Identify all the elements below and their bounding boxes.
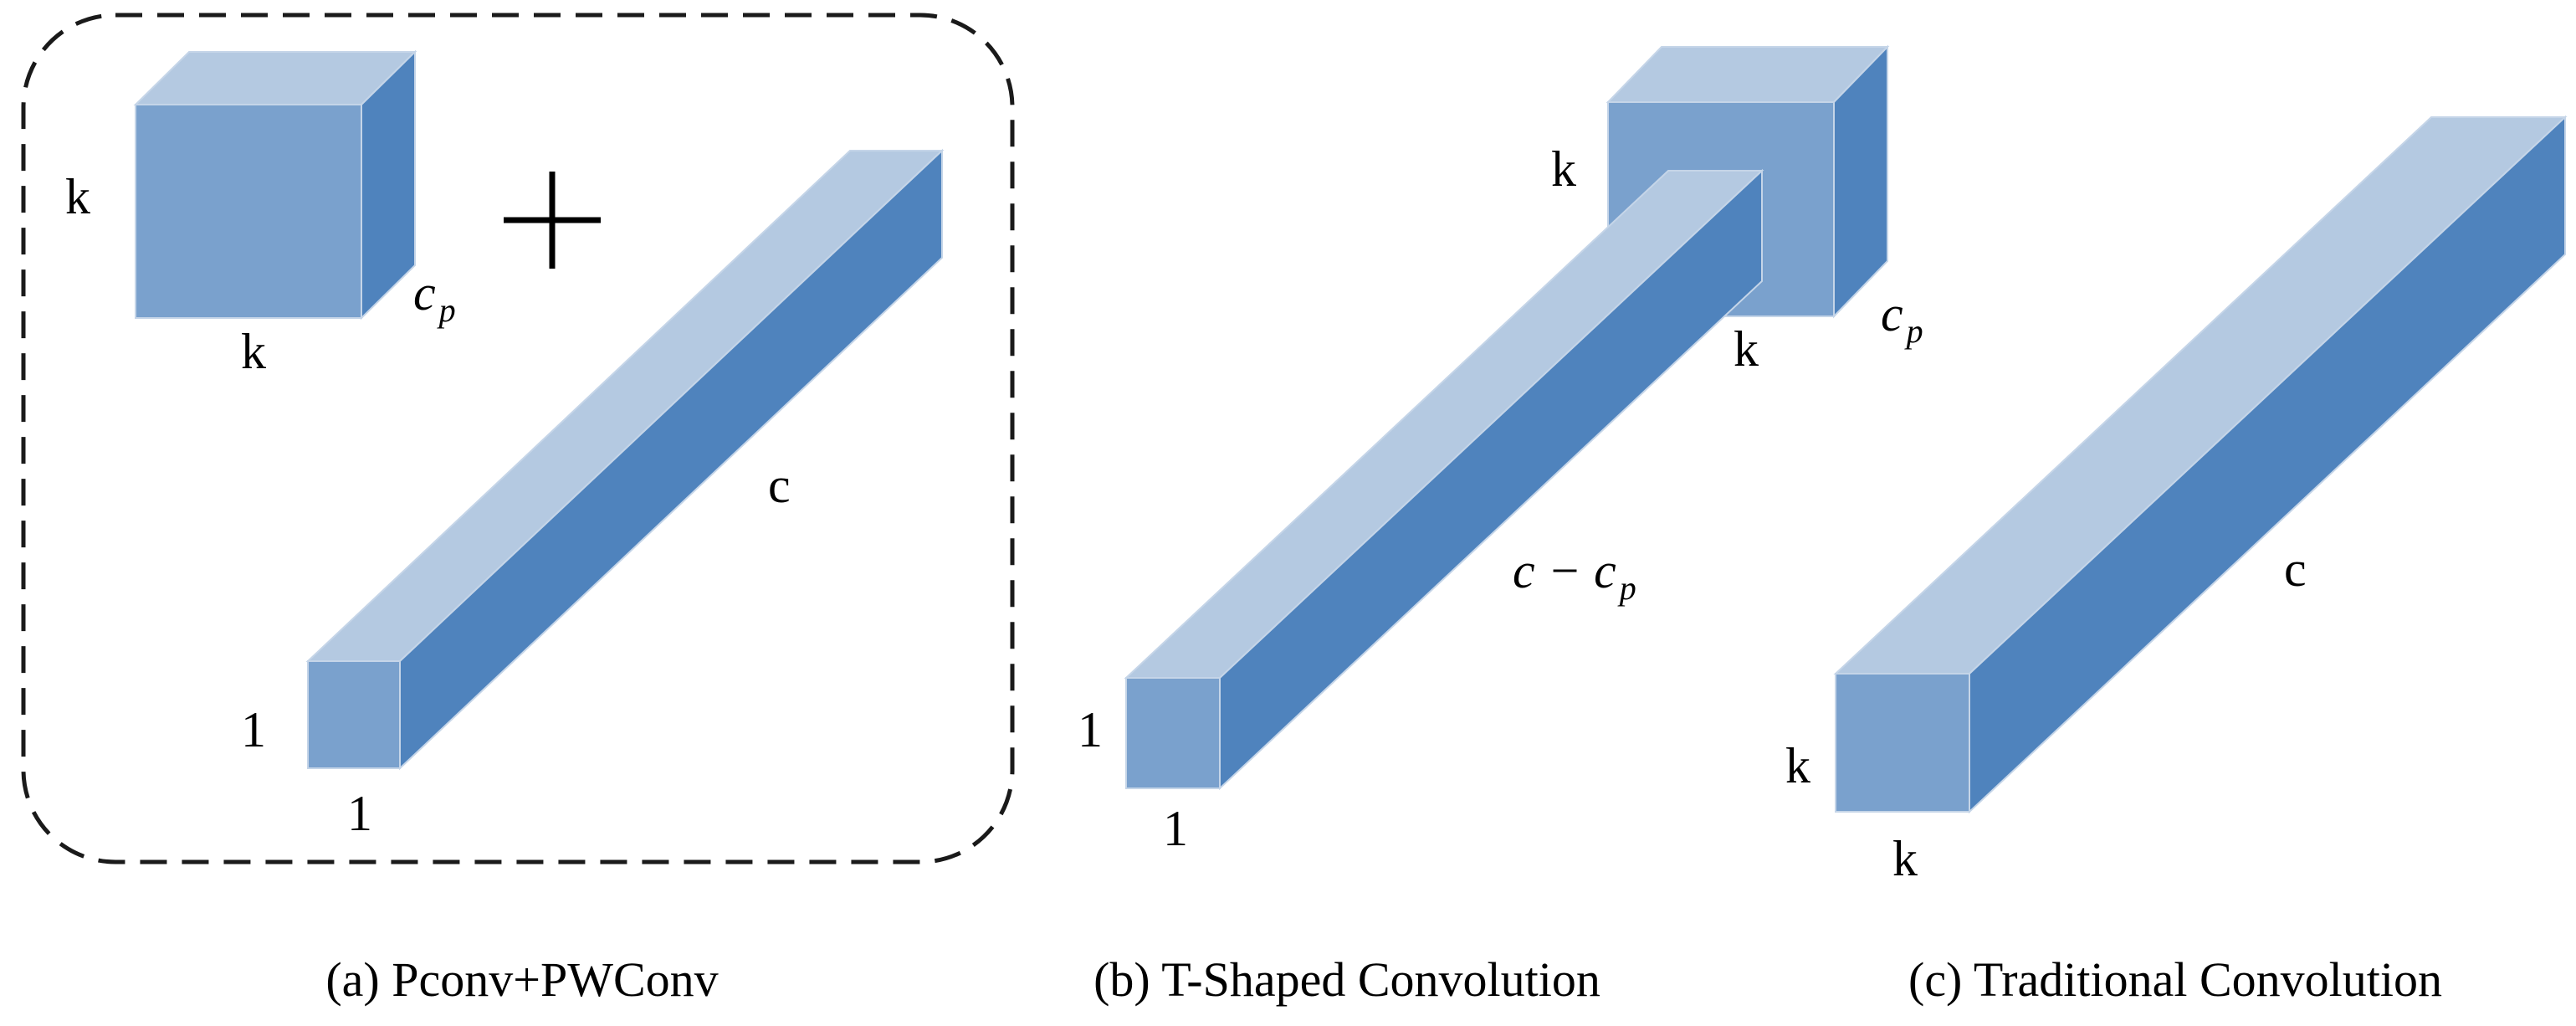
panel-c: k k c (c) Traditional Convolution [1785,115,2568,1007]
panel-b-caption: (b) T-Shaped Convolution [1093,952,1600,1007]
pwconv-bar-front-face [307,660,401,769]
t-shaped-bar [1124,168,1764,791]
pwconv-bar-width-label: 1 [347,786,372,841]
t-shaped-cube-width-label: k [1734,321,1759,377]
t-shaped-bar-front-face [1125,677,1221,789]
traditional-conv-bar [1833,115,2568,814]
traditional-bar-width-label: k [1892,831,1918,886]
pconv-cube-front-face [135,104,362,319]
pwconv-bar-height-label: 1 [241,702,266,757]
pwconv-bar [305,148,945,771]
pconv-cube-width-label: k [241,324,266,379]
dashed-border [21,13,1015,864]
t-shaped-bar-side-face [1219,168,1763,791]
t-shaped-bar-width-label: 1 [1163,801,1188,856]
traditional-bar-length-label: c [2284,541,2307,597]
pwconv-bar-side-face [399,148,943,771]
panel-c-caption: (c) Traditional Convolution [1908,952,2442,1007]
t-shaped-bar-top-face [1124,170,1764,679]
t-shaped-cube-height-label: k [1551,141,1576,197]
pconv-cube [133,49,417,321]
pconv-cube-height-label: k [65,169,90,224]
traditional-bar-front-face [1835,673,1970,813]
traditional-bar-height-label: k [1785,738,1810,793]
panel-a-caption: (a) Pconv+PWConv [325,952,718,1007]
t-shaped-bar-height-label: 1 [1078,702,1103,757]
plus-icon [504,172,601,269]
pwconv-bar-length-label: c [768,458,791,513]
